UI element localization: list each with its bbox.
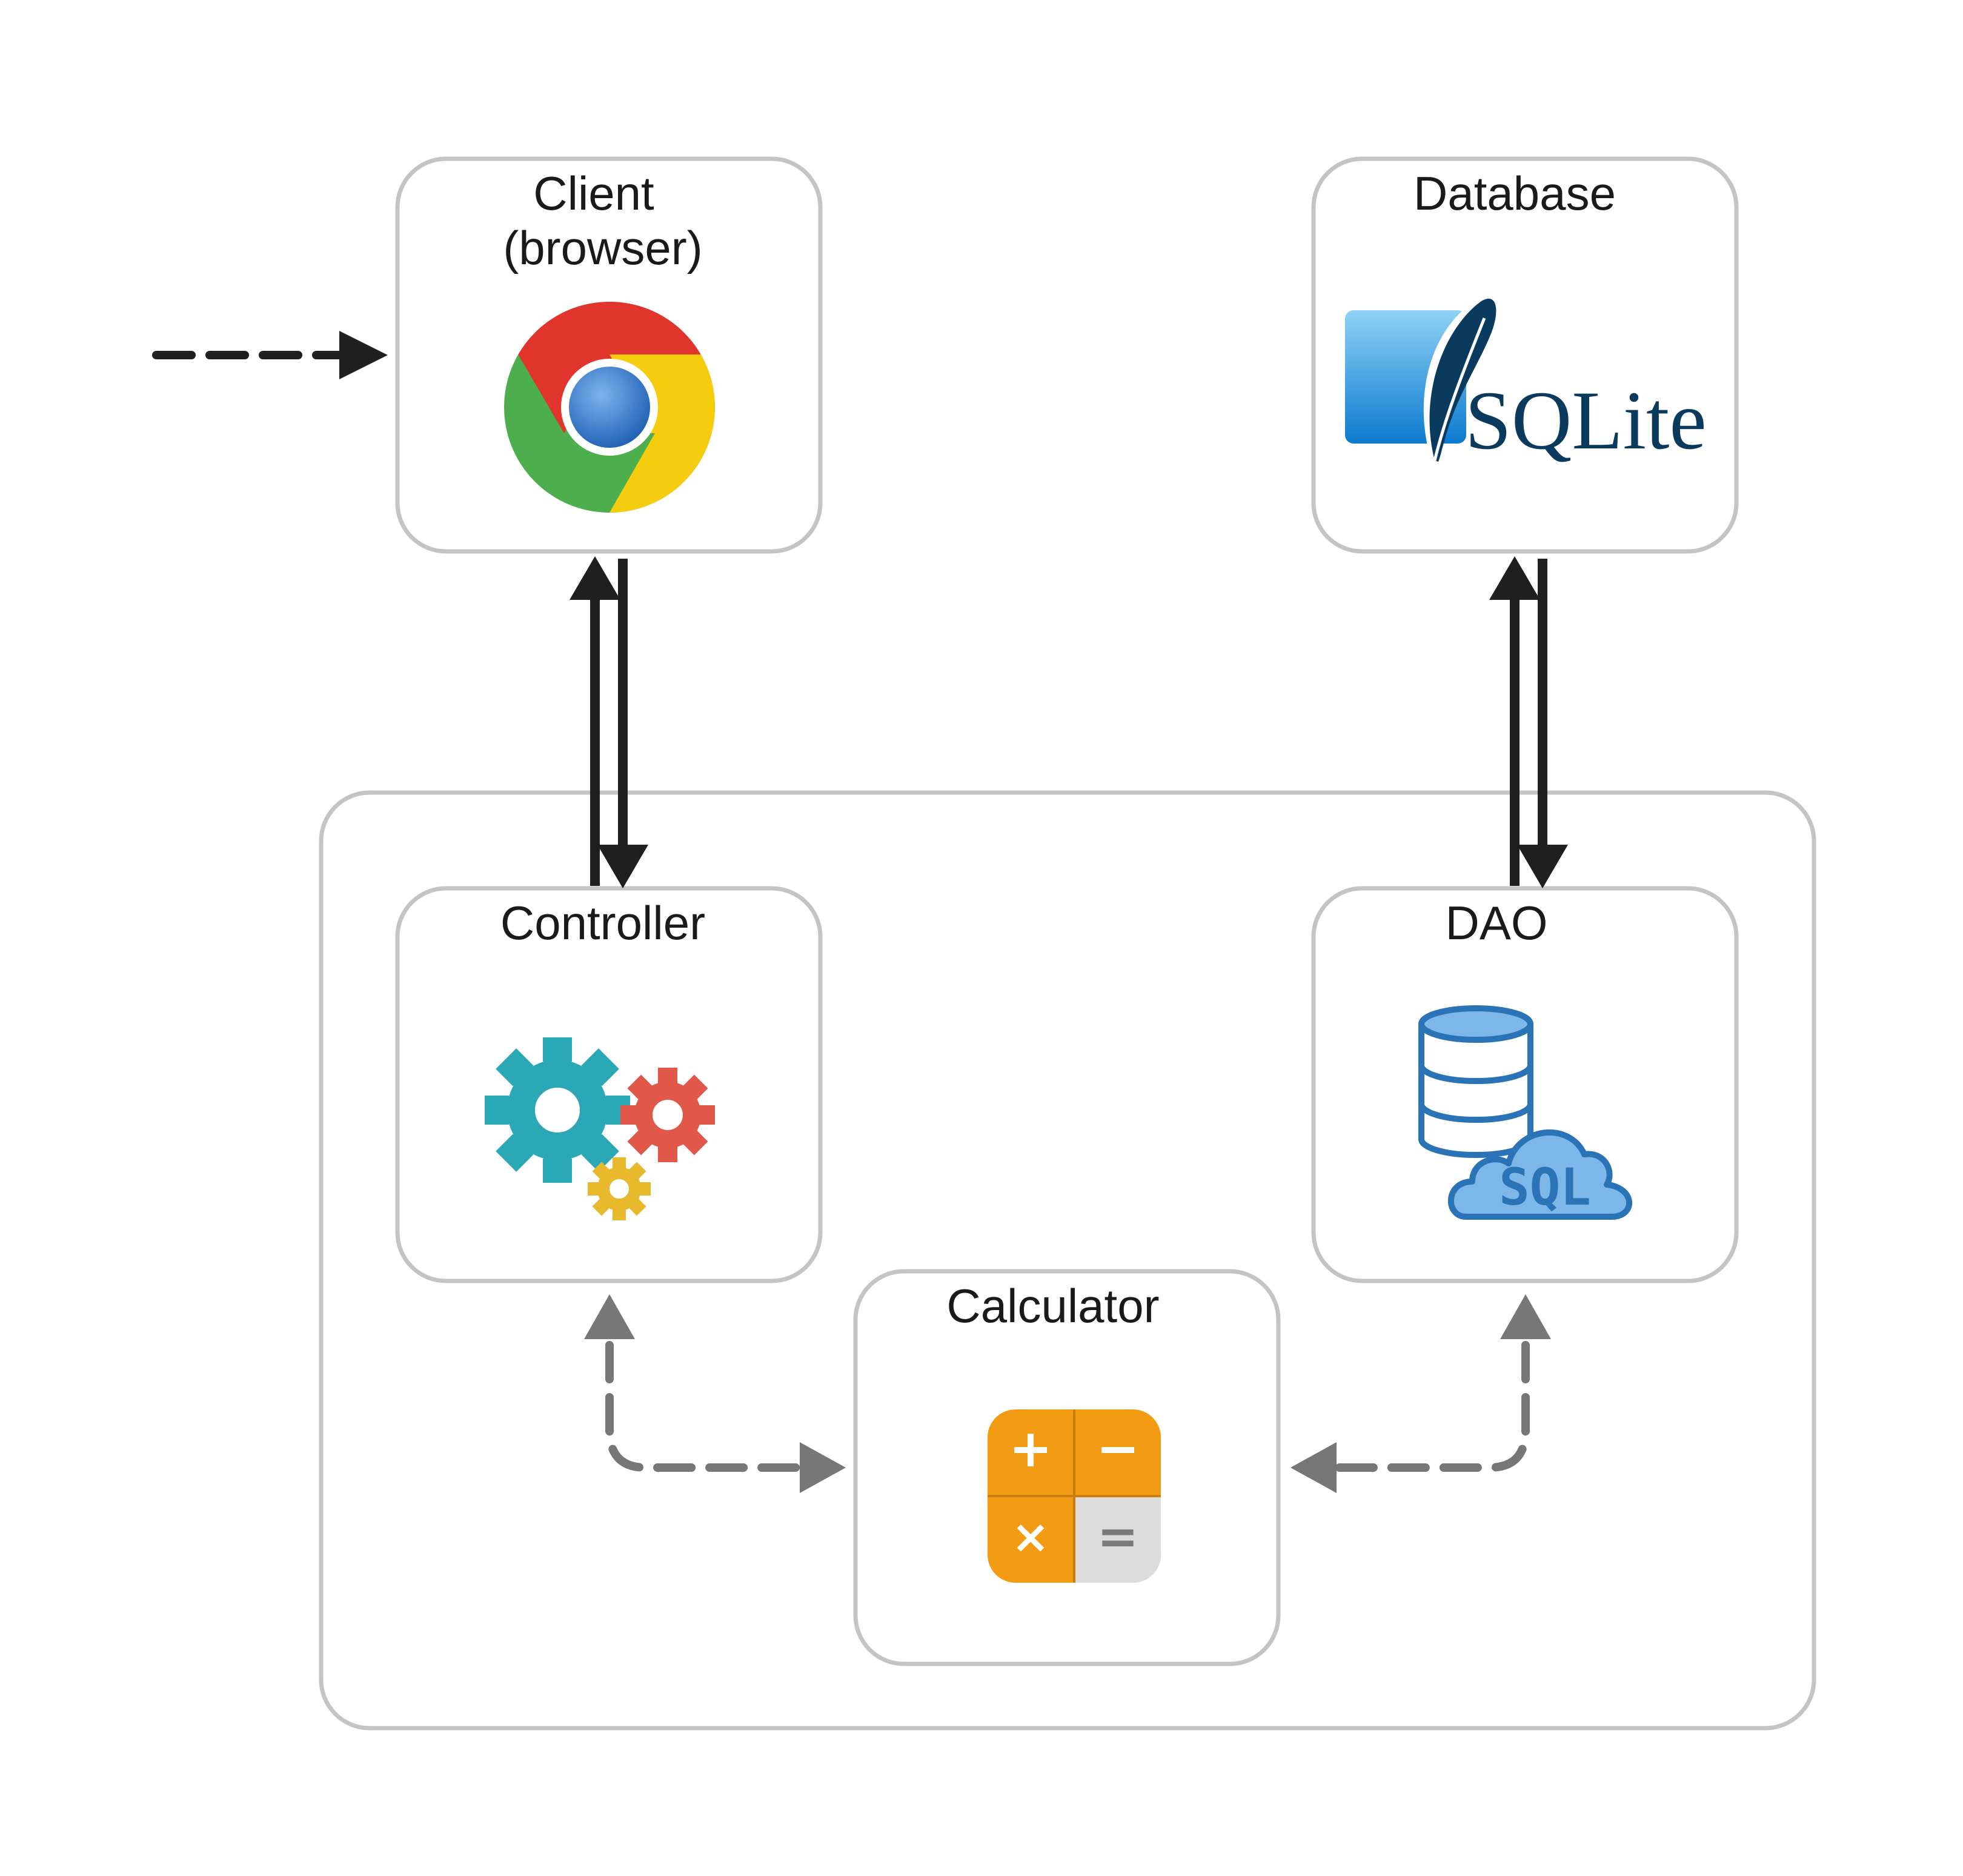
database-title: Database	[1413, 167, 1616, 220]
client-title-line1: Client	[533, 167, 654, 220]
calculator-node: Calculator + − × =	[853, 1269, 1281, 1666]
incoming-request-arrow	[152, 331, 388, 379]
sqlite-logo-text: SQLite	[1465, 374, 1707, 467]
gear-yellow	[588, 1157, 651, 1220]
controller-box	[395, 886, 823, 1283]
calc-key-times: ×	[1011, 1509, 1050, 1563]
calc-key-equals: =	[1097, 1508, 1139, 1566]
gear-red	[620, 1068, 715, 1162]
calculator-title: Calculator	[946, 1279, 1159, 1332]
client-controller-arrows	[570, 556, 648, 888]
dao-title: DAO	[1445, 896, 1547, 950]
dao-cloud-text: SQL	[1499, 1157, 1591, 1217]
calculator-icon: + − × =	[988, 1409, 1161, 1583]
dao-node: DAO SQL	[1311, 886, 1739, 1283]
controller-title: Controller	[500, 896, 705, 950]
chrome-browser-icon	[504, 301, 716, 513]
application-container	[319, 790, 1816, 1731]
controller-node: Controller	[395, 886, 823, 1283]
sqlite-logo: SQLite	[1345, 298, 1707, 467]
database-cloud-sql-icon: SQL	[1418, 1005, 1632, 1220]
controller-calculator-link	[584, 1294, 846, 1493]
database-dao-arrows	[1489, 556, 1568, 888]
client-title-line2: (browser)	[503, 221, 702, 274]
database-node: Database SQLite	[1311, 156, 1739, 554]
database-box	[1311, 156, 1739, 554]
gear-teal	[485, 1037, 630, 1183]
client-node: Client (browser)	[395, 156, 823, 554]
calc-key-minus: −	[1096, 1419, 1140, 1479]
dao-calculator-link	[1290, 1294, 1551, 1493]
calc-key-plus: +	[1009, 1419, 1052, 1479]
gears-icon	[485, 1037, 715, 1220]
